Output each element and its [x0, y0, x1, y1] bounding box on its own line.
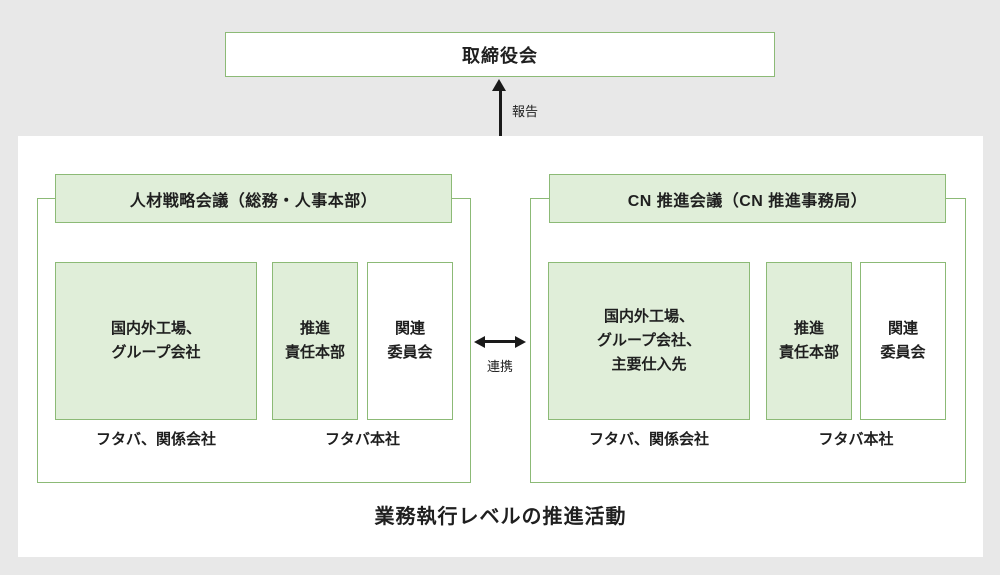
- collaboration-arrow-left-head-icon: [474, 335, 485, 348]
- report-arrow-label: 報告: [512, 104, 539, 119]
- collaboration-arrow-label: 連携: [486, 359, 513, 374]
- hr-strategy-header-label: 人材戦略会議（総務・人事本部）: [129, 192, 378, 210]
- hr-headquarters-label: フタバ本社: [324, 431, 400, 448]
- report-arrow-head-icon: [492, 79, 506, 91]
- cn-promotion-hq-box: 推進 責任本部: [766, 262, 852, 420]
- hr-affiliates-label: フタバ、関係会社: [95, 431, 216, 448]
- cn-sites-box: 国内外工場、 グループ会社、 主要仕入先: [548, 262, 750, 420]
- hr-sites-box: 国内外工場、 グループ会社: [55, 262, 257, 420]
- board-of-directors-box: 取締役会: [225, 32, 775, 77]
- cn-promotion-header-label: CN 推進会議（CN 推進事務局）: [627, 192, 868, 210]
- hr-promotion-hq-box: 推進 責任本部: [272, 262, 358, 420]
- cn-promotion-group-header: CN 推進会議（CN 推進事務局）: [549, 174, 946, 223]
- collaboration-arrow-shaft: [484, 340, 516, 343]
- board-of-directors-label: 取締役会: [462, 45, 538, 66]
- diagram-title: 業務執行レベルの推進活動: [374, 506, 627, 528]
- report-arrow-shaft: [498, 90, 502, 137]
- cn-affiliates-label: フタバ、関係会社: [588, 431, 709, 448]
- cn-headquarters-label: フタバ本社: [818, 431, 894, 448]
- hr-committee-box: 関連 委員会: [367, 262, 453, 420]
- collaboration-arrow-right-head-icon: [515, 335, 526, 348]
- cn-committee-box: 関連 委員会: [860, 262, 946, 420]
- hr-strategy-group-header: 人材戦略会議（総務・人事本部）: [55, 174, 452, 223]
